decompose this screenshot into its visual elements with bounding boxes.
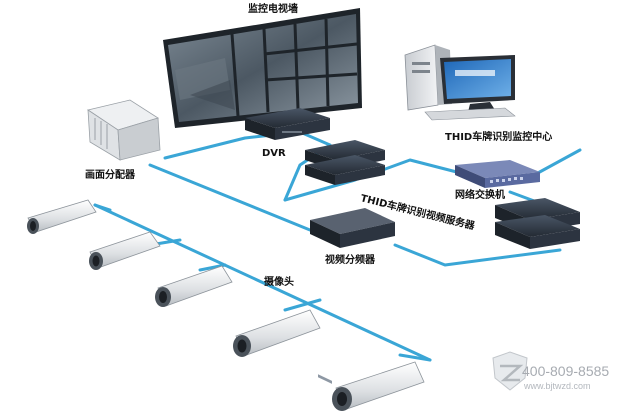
- video-wall-label: 监控电视墙: [248, 2, 298, 15]
- right-server-stack: [495, 198, 580, 249]
- dvr-label: DVR: [262, 148, 286, 159]
- cable-matrix-splitter: [148, 163, 312, 232]
- cable-rserver-splitter: [393, 243, 562, 267]
- camera-4: [233, 309, 321, 357]
- cameras-label: 摄像头: [264, 275, 294, 288]
- monitoring-center-label: THID车牌识别监控中心: [445, 130, 552, 143]
- camera-1: [27, 199, 97, 234]
- shield-logo-icon: [492, 351, 528, 391]
- cable-cam-4: [283, 298, 322, 312]
- cable-bus: [93, 203, 432, 362]
- video-splitter: 视频分频器: [310, 208, 395, 384]
- watermark-url: www.bjtwzd.com: [523, 381, 591, 391]
- watermark-phone: 400-809-8585: [522, 363, 609, 379]
- matrix-label: 画面分配器: [85, 168, 136, 181]
- dvr-device: DVR: [245, 108, 330, 159]
- monitoring-center-pc: THID车牌识别监控中心: [404, 44, 552, 143]
- camera-3: [155, 265, 233, 307]
- camera-5: [332, 361, 425, 411]
- camera-2: [89, 231, 161, 270]
- splitter-label: 视频分频器: [325, 253, 376, 266]
- cable-cam-3: [198, 263, 227, 272]
- cable-cam-5: [398, 353, 432, 362]
- cable-cam-1: [93, 203, 112, 212]
- watermark: 400-809-8585 www.bjtwzd.com: [492, 351, 609, 391]
- switch-label: 网络交换机: [455, 188, 505, 201]
- video-wall: 监控电视墙: [163, 2, 362, 128]
- network-switch: 网络交换机: [455, 160, 540, 201]
- cameras: 摄像头: [27, 199, 425, 411]
- matrix-device: 画面分配器: [85, 99, 161, 181]
